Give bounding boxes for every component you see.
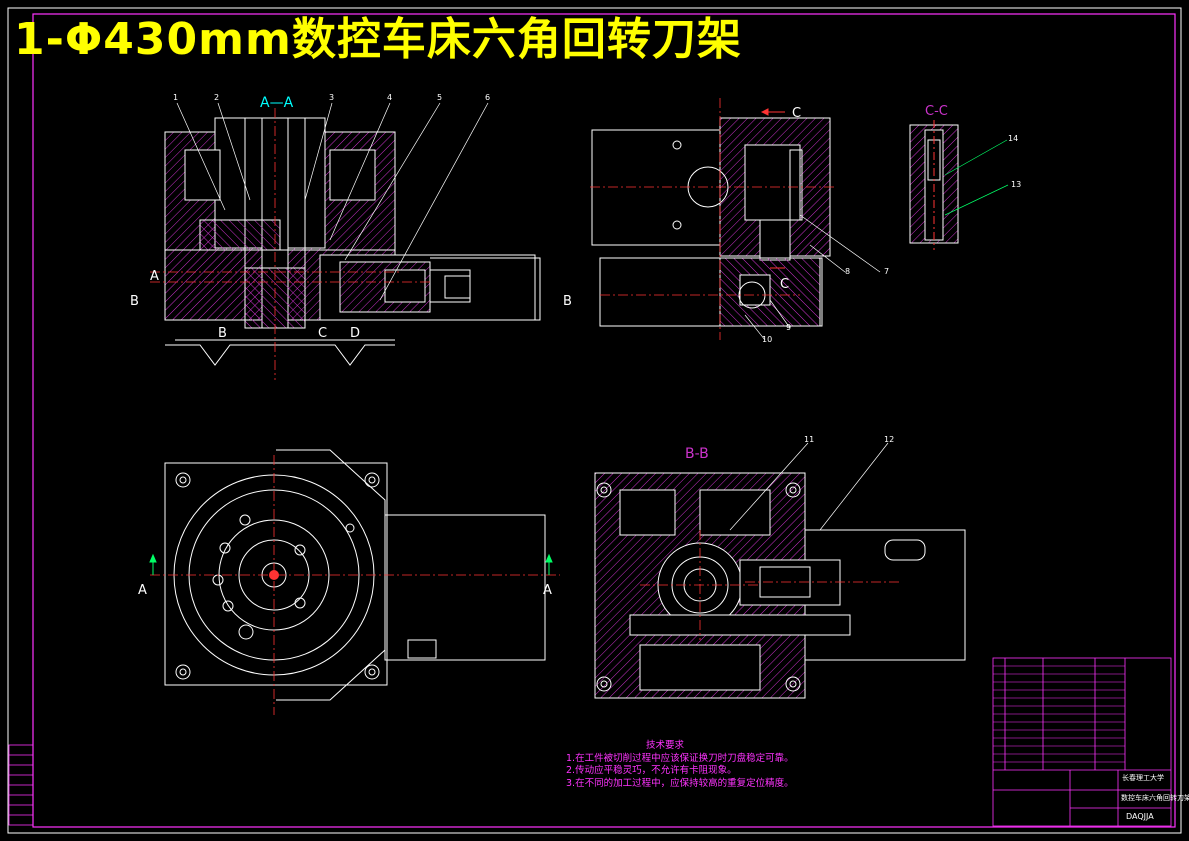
view-aa-leaders (176, 102, 489, 301)
view-aa-centerlines (150, 108, 430, 380)
part-number: 14 (1008, 134, 1018, 143)
part-number: 9 (786, 323, 791, 332)
part-number: 2 (214, 93, 219, 102)
part-number: 3 (329, 93, 334, 102)
label-a: A (138, 583, 147, 598)
label-c: C (780, 277, 789, 292)
label-a: A (150, 269, 159, 284)
part-number: 1 (173, 93, 178, 102)
label-d: D (350, 326, 360, 341)
part-number: 10 (762, 335, 772, 344)
title-block-code: DAQJJA (1126, 812, 1154, 821)
part-number: 12 (884, 435, 894, 444)
view-bb (594, 472, 966, 699)
technical-requirements: 技术要求 1.在工件被切削过程中应该保证换刀时刀盘稳定可靠。 2.传动应平稳灵巧… (566, 740, 794, 790)
tech-note-item: 3.在不同的加工过程中，应保持较高的重复定位精度。 (566, 777, 794, 789)
label-b: B (130, 294, 139, 309)
tech-notes-heading: 技术要求 (646, 740, 685, 751)
part-number: 4 (387, 93, 392, 102)
label-aa: A—A (260, 95, 294, 111)
part-number: 8 (845, 267, 850, 276)
outer-frame (7, 7, 1182, 834)
part-number: 13 (1011, 180, 1021, 189)
inner-frame (32, 13, 1176, 828)
label-b: B (218, 326, 227, 341)
title-block (992, 657, 1172, 827)
label-a: A (543, 583, 552, 598)
label-bb: B-B (685, 446, 709, 462)
tech-note-item: 1.在工件被切削过程中应该保证换刀时刀盘稳定可靠。 (566, 752, 794, 764)
label-b: B (563, 294, 572, 309)
tech-note-item: 2.传动应平稳灵巧，不允许有卡阻现象。 (566, 765, 737, 776)
label-c: C (318, 326, 327, 341)
title-block-drawing-name: 数控车床六角回转刀架 (1121, 793, 1189, 802)
center-mark (269, 570, 279, 580)
part-number: 6 (485, 93, 490, 102)
part-number: 11 (804, 435, 814, 444)
side-strip (8, 744, 34, 826)
part-number: 7 (884, 267, 889, 276)
part-number: 5 (437, 93, 442, 102)
label-cc: C-C (925, 104, 948, 119)
title-block-rows (993, 665, 1125, 763)
title-block-university: 长春理工大学 (1122, 773, 1164, 782)
label-c: C (792, 106, 801, 121)
drawing-title: 1-Φ430mm数控车床六角回转刀架 (14, 14, 742, 65)
view-cc (909, 120, 959, 250)
